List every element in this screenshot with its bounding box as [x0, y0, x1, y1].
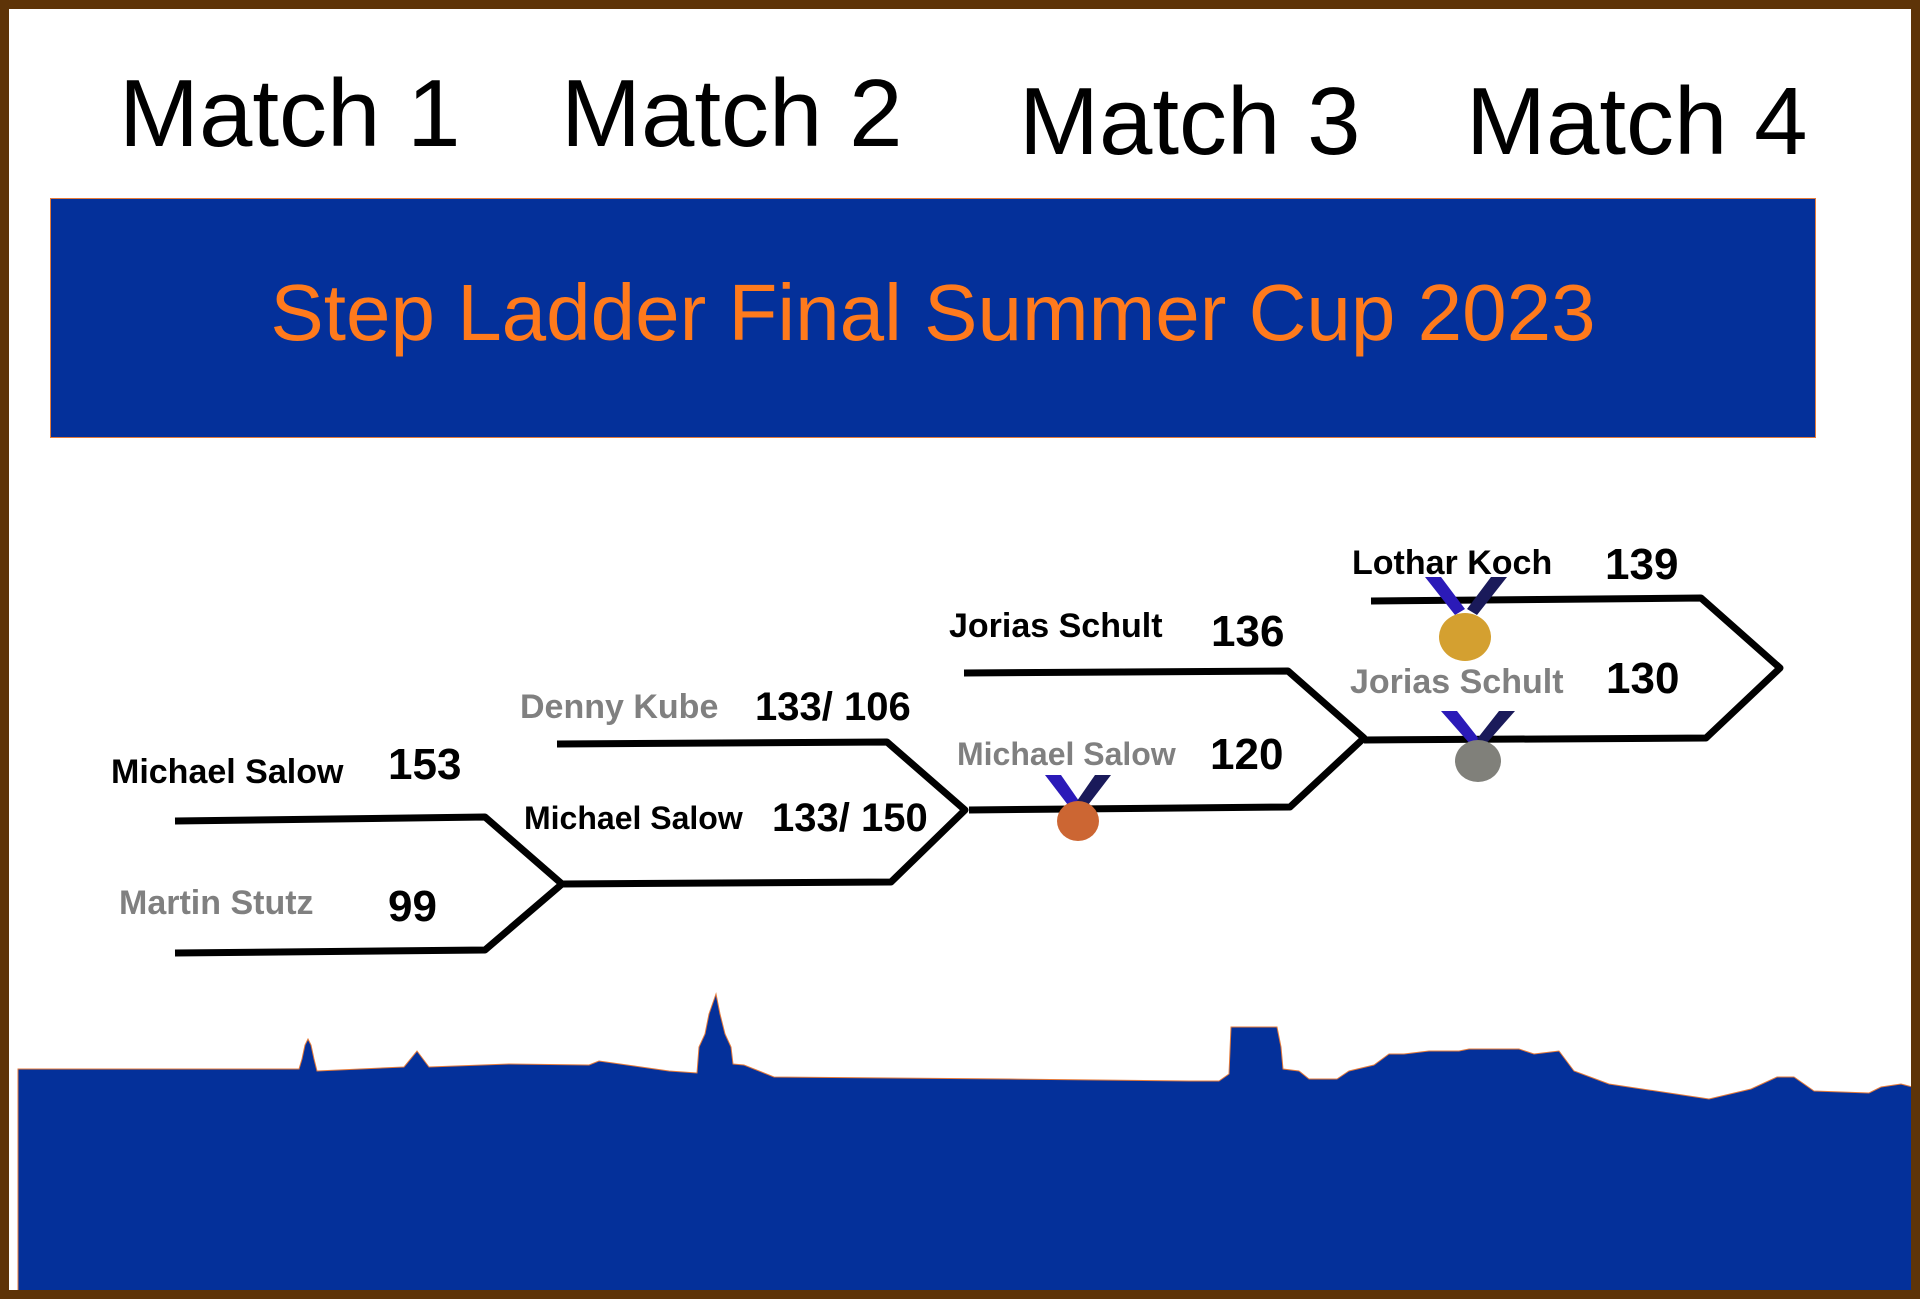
banner-title: Step Ladder Final Summer Cup 2023 — [270, 268, 1596, 357]
match1-bottom-player-score: 99 — [388, 882, 437, 931]
match3-top-player-score: 136 — [1211, 607, 1284, 656]
match3-bottom-player-score: 120 — [1210, 730, 1283, 779]
match4-top-player-score: 139 — [1605, 540, 1678, 589]
match1-bottom-player-name: Martin Stutz — [119, 884, 314, 922]
bracket-diagram: Michael Salow 153 Martin Stutz 99 Denny … — [17, 540, 1911, 1290]
match3-bottom-player-name: Michael Salow — [957, 736, 1176, 772]
match3-top-player-name: Jorias Schult — [949, 607, 1163, 645]
match-4-header: Match 4 — [1466, 68, 1808, 175]
match-2-header: Match 2 — [561, 60, 903, 167]
match-3-header: Match 3 — [1019, 68, 1361, 175]
gold-medal-icon — [1425, 577, 1507, 661]
match2-top-player-score: 133/ 106 — [755, 685, 911, 729]
match-1-header: Match 1 — [119, 60, 461, 167]
match4-bottom-player-score: 130 — [1606, 654, 1679, 703]
title-banner: Step Ladder Final Summer Cup 2023 — [50, 198, 1816, 438]
match4-bottom-player-name: Jorias Schult — [1350, 663, 1564, 701]
bronze-medal-icon — [1045, 775, 1111, 841]
match4-top-player-name: Lothar Koch — [1352, 544, 1552, 582]
bracket-lines — [174, 594, 1784, 957]
match1-top-player-score: 153 — [388, 740, 461, 789]
match2-bracket-line — [556, 738, 969, 888]
match1-top-player-name: Michael Salow — [111, 753, 344, 791]
silver-medal-icon — [1441, 711, 1515, 782]
match2-bottom-player-name: Michael Salow — [524, 800, 743, 836]
match2-bottom-player-score: 133/ 150 — [772, 796, 928, 840]
city-skyline-silhouette — [17, 992, 1911, 1290]
match2-top-player-name: Denny Kube — [520, 688, 718, 726]
match4-bracket-line — [1363, 594, 1784, 744]
